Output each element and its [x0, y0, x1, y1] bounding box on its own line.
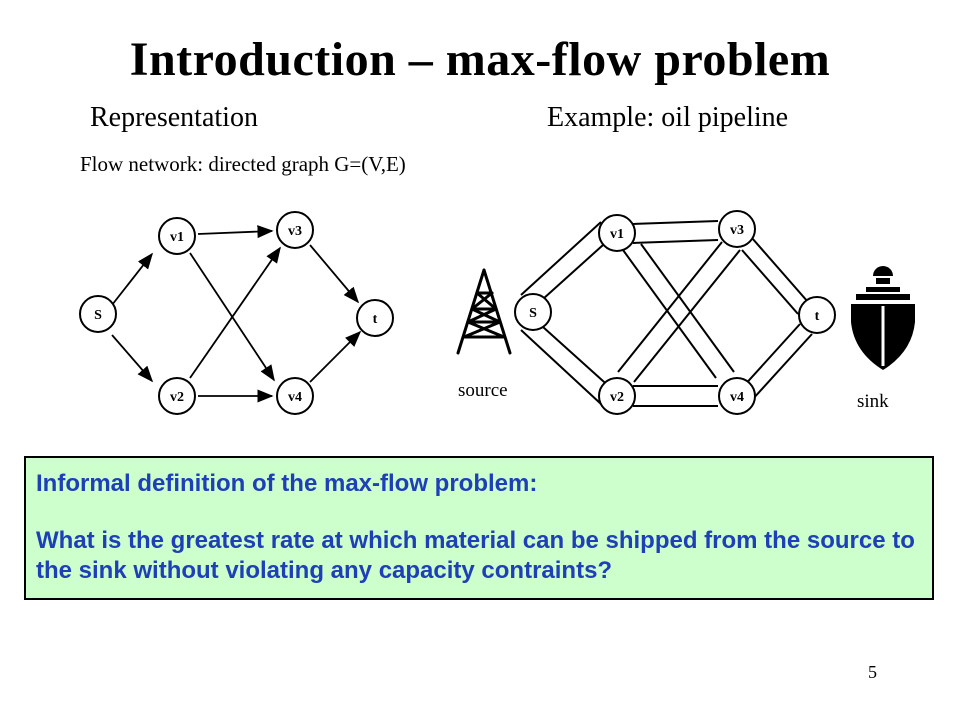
- pipeline-node-t: t: [798, 296, 836, 334]
- oil-derrick-icon: [456, 268, 512, 355]
- graph-node-v2: v2: [158, 377, 196, 415]
- edge-s-v1: [111, 252, 153, 306]
- graph-node-s: S: [79, 295, 117, 333]
- flow-network-caption: Flow network: directed graph G=(V,E): [80, 152, 406, 176]
- edge-s-v2: [111, 334, 154, 383]
- graph-node-v2-label: v2: [170, 390, 184, 405]
- sink-label: sink: [857, 391, 889, 412]
- pipeline-node-s: S: [514, 293, 552, 331]
- slide-title: Introduction – max-flow problem: [129, 33, 831, 86]
- graph-node-v4-label: v4: [288, 390, 302, 405]
- pipeline-node-t-label: t: [815, 309, 820, 324]
- definition-body: What is the greatest rate at which mater…: [36, 527, 915, 584]
- graph-edges: [111, 225, 362, 403]
- edge-v1-v3: [197, 225, 274, 239]
- graph-node-t: t: [356, 299, 394, 337]
- graph-node-v1-label: v1: [170, 230, 184, 245]
- pipeline-node-v4: v4: [718, 377, 756, 415]
- tanker-ship-icon: [851, 266, 915, 370]
- pipeline-node-v1-label: v1: [610, 227, 624, 242]
- pipeline-node-s-label: S: [529, 306, 537, 321]
- graph-node-s-label: S: [94, 308, 102, 323]
- flow-network-diagrams: S v1 v3 t v2 v4: [79, 210, 915, 415]
- definition-title: Informal definition of the max-flow prob…: [36, 470, 538, 497]
- pipeline-pipes: [520, 220, 813, 407]
- pipeline-node-v4-label: v4: [730, 390, 744, 405]
- graph-node-v1: v1: [158, 217, 196, 255]
- definition-box: Informal definition of the max-flow prob…: [24, 456, 934, 600]
- pipeline-node-v3-label: v3: [730, 223, 744, 238]
- graph-node-v3-label: v3: [288, 224, 302, 239]
- graph-node-v4: v4: [276, 377, 314, 415]
- pipeline-node-v2: v2: [598, 377, 636, 415]
- pipeline-node-v3: v3: [718, 210, 756, 248]
- edge-v2-v3: [189, 246, 281, 379]
- example-heading: Example: oil pipeline: [547, 102, 789, 133]
- pipeline-node-v2-label: v2: [610, 390, 624, 405]
- pipeline-node-v1: v1: [598, 214, 636, 252]
- edge-v3-t: [309, 244, 360, 304]
- graph-node-t-label: t: [373, 312, 378, 327]
- graph-node-v3: v3: [276, 211, 314, 249]
- page-number: 5: [868, 662, 877, 682]
- edge-v4-t: [309, 330, 362, 383]
- representation-heading: Representation: [90, 102, 258, 133]
- source-label: source: [458, 380, 508, 401]
